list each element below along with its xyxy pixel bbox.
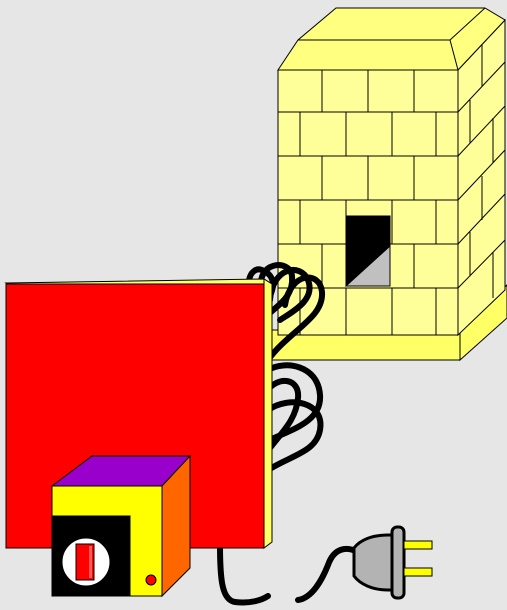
indicator-light [145,574,157,586]
plug-prong-top [403,540,433,550]
furnace-brick-lines [278,45,506,335]
furnace-top-bevel-edge [449,39,459,71]
plug-face [390,525,406,600]
power-switch-highlight [89,546,92,578]
power-cord-2 [295,545,361,603]
plug-prong-bottom [403,567,433,577]
plug-body [352,533,398,592]
power-switch[interactable] [75,543,95,581]
opening-light [344,244,391,287]
power-cord [217,542,271,606]
control-panel-side-edge [263,278,273,549]
power-plug [352,525,433,600]
furnace [261,7,507,362]
control-box [50,454,192,598]
heating-coil [217,262,361,606]
firebox-opening [344,215,391,287]
